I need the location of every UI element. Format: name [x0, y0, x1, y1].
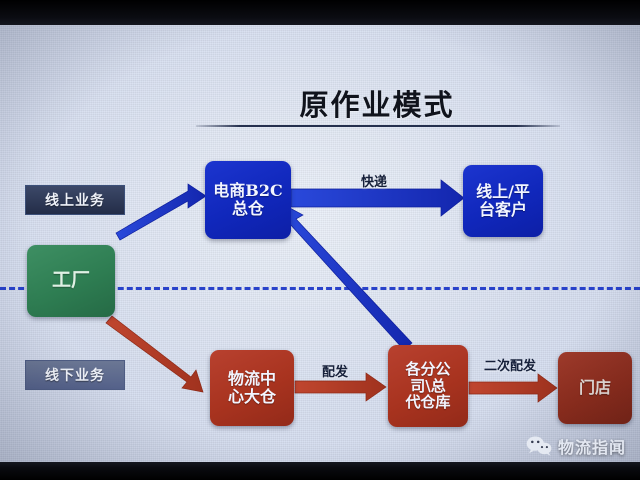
node-label-line2: 台客户 [478, 200, 527, 219]
edge-label-dispatch: 配发 [322, 365, 349, 380]
arrow-branch-to-b2c [282, 204, 413, 351]
node-label-line1: 物流中 [227, 369, 276, 389]
node-label-line2: 司\总 [410, 376, 446, 395]
tag-label: 线下业务 [45, 368, 105, 384]
arrow-factory-to-dc [105, 315, 204, 393]
node-logistics-central-warehouse[interactable]: 物流中 心大仓 [210, 350, 294, 426]
node-ecommerce-b2c-warehouse[interactable]: 电商B2C 总仓 [205, 161, 291, 239]
tag-offline-business: 线下业务 [25, 360, 125, 390]
node-label: 物流中 心大仓 [226, 370, 278, 406]
node-label-line2: 心大仓 [227, 387, 276, 406]
photo-bottom-band [0, 462, 640, 480]
node-label: 工厂 [51, 269, 90, 292]
node-label: 电商B2C 总仓 [211, 182, 284, 218]
edge-label-express: 快递 [361, 175, 388, 190]
arrow-b2c-to-customer [290, 179, 465, 217]
arrow-dc-to-branch [294, 372, 387, 402]
node-label: 各分公 司\总 代仓库 [403, 359, 452, 412]
title-underline [196, 125, 560, 127]
node-label-line1: 各分公 [405, 359, 451, 378]
photo-top-band [0, 0, 640, 25]
arrow-factory-to-b2c [115, 183, 207, 241]
slide-surface: 原作业模式 [0, 25, 640, 462]
edge-label-redispatch: 二次配发 [484, 359, 537, 374]
node-store[interactable]: 门店 [558, 352, 632, 424]
watermark-text: 物流指闻 [557, 438, 626, 457]
watermark: 物流指闻 [526, 434, 626, 458]
node-label-line2: 总仓 [231, 199, 264, 218]
tag-label: 线上业务 [45, 193, 105, 209]
node-factory[interactable]: 工厂 [27, 245, 115, 317]
wechat-icon [526, 436, 552, 456]
node-label-line3: 代仓库 [405, 393, 451, 412]
flow-arrows [105, 179, 558, 403]
node-online-platform-customer[interactable]: 线上/平 台客户 [463, 165, 543, 237]
node-label-line1: 电商B2C [213, 181, 283, 201]
node-branch-agent-warehouse[interactable]: 各分公 司\总 代仓库 [388, 345, 468, 427]
node-label-line1: 线上/平 [476, 182, 530, 202]
tag-online-business: 线上业务 [25, 185, 125, 215]
node-label: 门店 [578, 378, 611, 398]
node-label: 线上/平 台客户 [474, 183, 532, 219]
page-title: 原作业模式 [299, 88, 455, 122]
arrow-branch-to-store [468, 373, 558, 403]
online-offline-divider [0, 287, 640, 290]
